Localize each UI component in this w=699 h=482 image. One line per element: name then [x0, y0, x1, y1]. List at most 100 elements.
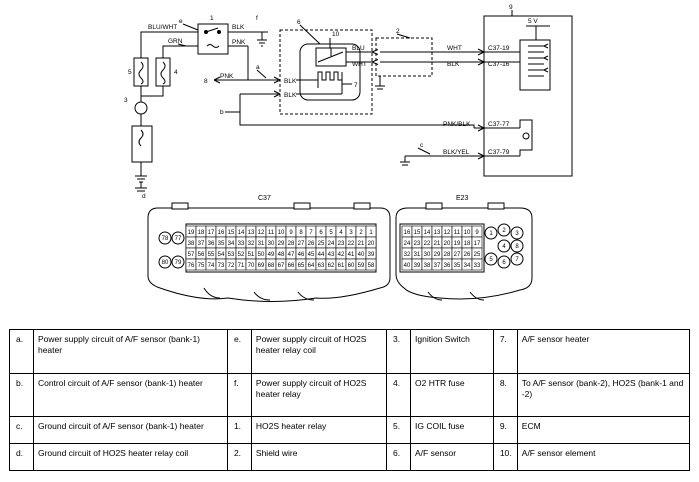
- pin-number: 63: [318, 263, 325, 269]
- ho2s-heater-relay: [197, 23, 229, 55]
- legend-text: A/F sensor element: [516, 443, 691, 471]
- wire-label-grn: GRN: [168, 38, 183, 45]
- pin-number: 37: [198, 241, 205, 247]
- side-pin-number: 78: [162, 236, 169, 242]
- pin-number: 35: [218, 241, 225, 247]
- legend-row: a.Power supply circuit of A/F sensor (ba…: [9, 329, 691, 374]
- pin-number: 12: [444, 230, 451, 236]
- pin-number: 18: [198, 230, 205, 236]
- side-pin: [510, 239, 524, 253]
- legend-key: e.: [226, 329, 252, 374]
- legend-text: Power supply circuit of HO2S heater rela…: [250, 329, 388, 374]
- side-pin-number: 79: [175, 260, 182, 266]
- side-pin-number: 5: [489, 257, 493, 263]
- pin-number: 31: [258, 241, 265, 247]
- legend-text: A/F sensor: [410, 443, 494, 471]
- legend-key: 9.: [492, 416, 518, 444]
- pin-number: 36: [208, 241, 215, 247]
- pin-number: 48: [278, 252, 285, 258]
- pin-number: 40: [404, 263, 411, 269]
- pin-number: 28: [288, 241, 295, 247]
- terminal-c37-79: C37-79: [488, 149, 510, 156]
- pin-number: 15: [228, 230, 235, 236]
- legend-key: 1.: [226, 416, 252, 444]
- callout-8: 8: [204, 78, 208, 85]
- side-pin-number: 4: [502, 244, 506, 250]
- pin-number: 18: [464, 241, 471, 247]
- pin-number: 33: [474, 263, 481, 269]
- callout-f: f: [256, 15, 258, 22]
- callout-d: d: [142, 193, 146, 200]
- pin-number: 43: [328, 252, 335, 258]
- pin-number: 20: [368, 241, 375, 247]
- side-pin-number: 8: [515, 244, 519, 250]
- pin-number: 35: [454, 263, 461, 269]
- pin-number: 19: [454, 241, 461, 247]
- pin-number: 8: [299, 230, 303, 236]
- legend-key: d.: [9, 443, 34, 471]
- side-pin-number: 77: [175, 236, 182, 242]
- wire-label-blk-relay: BLK: [232, 24, 245, 31]
- pin-number: 70: [248, 263, 255, 269]
- pin-number: 31: [414, 252, 421, 258]
- pin-number: 57: [188, 252, 195, 258]
- pin-number: 44: [318, 252, 325, 258]
- pin-number: 71: [238, 263, 245, 269]
- pin-number: 75: [198, 263, 205, 269]
- callout-1: 1: [210, 15, 214, 22]
- callout-a: a: [256, 64, 260, 71]
- side-pin: [497, 239, 511, 253]
- pin-number: 65: [298, 263, 305, 269]
- wire-label-pnk-blk: PNK/BLK: [443, 121, 471, 128]
- legend-text: A/F sensor heater: [516, 329, 691, 374]
- shield-wire: [375, 37, 433, 77]
- pin-number: 2: [359, 230, 363, 236]
- af-sensor-heater: [317, 71, 343, 81]
- terminal-c37-16: C37-16: [488, 61, 510, 68]
- side-pin: [158, 255, 172, 269]
- pin-number: 66: [288, 263, 295, 269]
- pin-number: 39: [368, 252, 375, 258]
- pin-number: 58: [368, 263, 375, 269]
- callout-e: e: [179, 18, 183, 25]
- legend-text: To A/F sensor (bank-2), HO2S (bank-1 and…: [516, 372, 691, 417]
- pin-number: 12: [258, 230, 265, 236]
- pin-number: 26: [308, 241, 315, 247]
- legend-row: b.Control circuit of A/F sensor (bank-1)…: [9, 372, 691, 417]
- pin-number: 24: [404, 241, 411, 247]
- ecm-voltage: 5 V: [528, 18, 538, 25]
- wire-blu-wht: [140, 31, 198, 58]
- side-pin: [171, 231, 185, 245]
- pin-number: 15: [414, 230, 421, 236]
- pin-number: 14: [238, 230, 245, 236]
- pin-number: 55: [208, 252, 215, 258]
- pin-number: 51: [248, 252, 255, 258]
- pin-number: 34: [228, 241, 235, 247]
- legend-text: Control circuit of A/F sensor (bank-1) h…: [32, 372, 228, 417]
- pin-number: 17: [208, 230, 215, 236]
- af-sensor-box: [279, 29, 373, 115]
- pin-number: 4: [339, 230, 343, 236]
- pin-cell: [471, 258, 483, 271]
- callout-7: 7: [354, 82, 358, 89]
- wire-label-wht-out: WHT: [447, 45, 462, 52]
- pin-number: 45: [308, 252, 315, 258]
- pin-number: 17: [474, 241, 481, 247]
- wire-label-blk-yel: BLK/YEL: [443, 149, 470, 156]
- pin-number: 29: [434, 252, 441, 258]
- side-pin-number: 1: [489, 231, 493, 237]
- pin-number: 38: [424, 263, 431, 269]
- pin-number: 47: [288, 252, 295, 258]
- pin-number: 30: [424, 252, 431, 258]
- pin-number: 29: [278, 241, 285, 247]
- pin-number: 60: [348, 263, 355, 269]
- pin-number: 62: [328, 263, 335, 269]
- pin-number: 21: [434, 241, 441, 247]
- pin-number: 27: [298, 241, 305, 247]
- side-pin-number: 6: [502, 260, 506, 266]
- pin-number: 9: [475, 230, 479, 236]
- pin-number: 69: [258, 263, 265, 269]
- pin-number: 28: [444, 252, 451, 258]
